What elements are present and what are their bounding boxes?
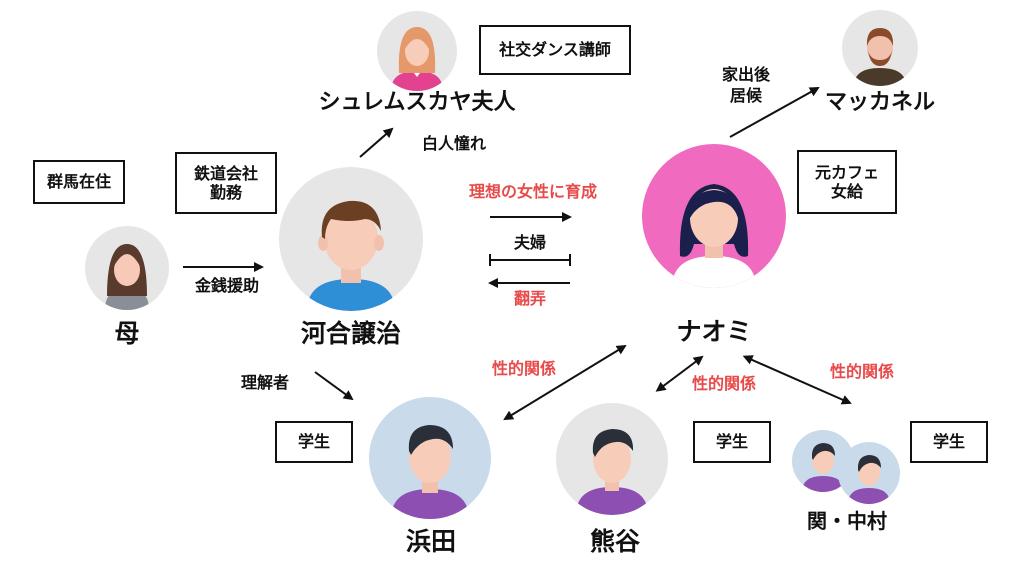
shuremusukaya-avatar-icon (377, 11, 457, 91)
kumagai-avatar-icon (556, 403, 668, 515)
label-seiteki-kumagai: 性的関係 (691, 374, 756, 393)
box-dance: 社交ダンス講師 (479, 25, 631, 75)
arrow-kawai-to-shuremusukaya (359, 127, 394, 158)
name-naomi: ナオミ (676, 317, 752, 346)
arrow-naomi-to-makkaneru (729, 87, 820, 138)
label-fufu: 夫婦 (513, 233, 546, 252)
label-seiteki-hamada: 性的関係 (491, 359, 556, 378)
naomi-avatar-icon (642, 144, 786, 288)
arrow-naomi-kumagai (655, 355, 704, 392)
name-makkaneru: マッカネル (824, 90, 935, 115)
makkaneru-avatar-icon (842, 10, 918, 86)
box-gunma: 群馬在住 (33, 160, 125, 204)
name-kumagai: 熊谷 (589, 527, 640, 556)
box-cafe: 元カフェ女給 (797, 150, 897, 214)
label-seiteki-seki: 性的関係 (829, 362, 894, 381)
label-honro: 翻弄 (513, 289, 546, 308)
nakamura-avatar-icon (838, 442, 900, 504)
label-hakujin: 白人憧れ (421, 134, 486, 153)
hamada-avatar-icon (369, 397, 491, 519)
label-kinsen: 金銭援助 (194, 276, 259, 295)
haha-avatar-icon (85, 226, 169, 310)
label-iede-2: 居候 (729, 86, 762, 105)
box-student-kumagai: 学生 (693, 421, 771, 463)
name-shuremusukaya: シュレムスカヤ夫人 (318, 90, 516, 115)
name-seki-nakamura: 関・中村 (807, 509, 887, 533)
label-iede-1: 家出後 (721, 65, 770, 84)
label-risou: 理想の女性に育成 (468, 182, 597, 201)
arrow-naomi-seki (742, 355, 852, 405)
box-student-seki: 学生 (910, 421, 988, 463)
name-hamada: 浜田 (405, 527, 456, 556)
name-kawai: 河合譲治 (300, 319, 401, 348)
arrow-naomi-hamada (503, 344, 627, 421)
label-rikaisha: 理解者 (240, 373, 289, 392)
arrow-rikaisha (314, 371, 354, 401)
box-student-hamada: 学生 (275, 421, 353, 463)
kawai-avatar-icon (279, 167, 423, 311)
name-haha: 母 (114, 319, 140, 348)
box-tetsudo: 鉄道会社勤務 (175, 152, 277, 214)
